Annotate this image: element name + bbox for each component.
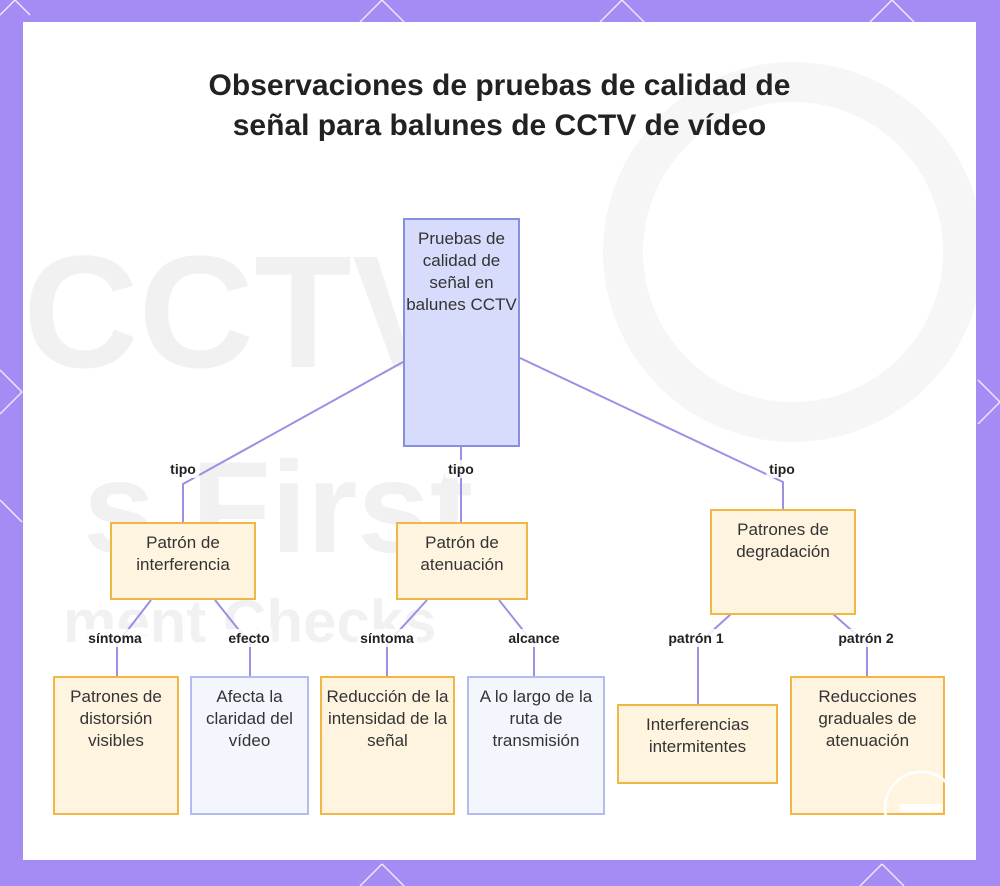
- interference-node: Patrón de interferencia: [110, 522, 256, 600]
- page-title: Observaciones de pruebas de calidad de s…: [208, 69, 791, 142]
- reduction-node-label: Reducción de la intensidad de la señal: [326, 687, 449, 750]
- edge-label-pattern-1: patrón 1: [665, 629, 727, 647]
- edge-label-effect: efecto: [225, 629, 273, 647]
- diagram-card: CCTV s First ment Checks Observaciones d…: [23, 22, 976, 860]
- route-node-label: A lo largo de la ruta de transmisión: [479, 687, 593, 750]
- clarity-node-label: Afecta la claridad del vídeo: [206, 687, 293, 750]
- edge-root-interference: [182, 361, 404, 522]
- reduction-node: Reducción de la intensidad de la señal: [320, 676, 455, 815]
- root-node: Pruebas de calidad de señal en balunes C…: [403, 218, 520, 447]
- edge-label-type-left: tipo: [167, 460, 199, 478]
- degradation-node-label: Patrones de degradación: [736, 520, 830, 561]
- logo-badge: [883, 770, 959, 846]
- distortion-node-label: Patrones de distorsión visibles: [70, 687, 162, 750]
- edge-label-pattern-2: patrón 2: [835, 629, 897, 647]
- intermittent-node-label: Interferencias intermitentes: [646, 715, 749, 756]
- edge-label-reach: alcance: [505, 629, 563, 647]
- degradation-node: Patrones de degradación: [710, 509, 856, 615]
- edge-label-type-right: tipo: [766, 460, 798, 478]
- interference-node-label: Patrón de interferencia: [136, 533, 230, 574]
- gradual-node-label: Reducciones graduales de atenuación: [818, 687, 917, 750]
- distortion-node: Patrones de distorsión visibles: [53, 676, 179, 815]
- gradual-node: Reducciones graduales de atenuación: [790, 676, 945, 815]
- attenuation-node-label: Patrón de atenuación: [420, 533, 504, 574]
- edge-label-symptom-1: síntoma: [85, 629, 145, 647]
- route-node: A lo largo de la ruta de transmisión: [467, 676, 605, 815]
- root-node-label: Pruebas de calidad de señal en balunes C…: [406, 229, 517, 314]
- clarity-node: Afecta la claridad del vídeo: [190, 676, 309, 815]
- intermittent-node: Interferencias intermitentes: [617, 704, 778, 784]
- edge-root-degradation: [519, 357, 784, 509]
- edge-degradation-intermittent: [697, 613, 732, 704]
- edge-label-type-middle: tipo: [445, 460, 477, 478]
- attenuation-node: Patrón de atenuación: [396, 522, 528, 600]
- edge-label-symptom-2: síntoma: [357, 629, 417, 647]
